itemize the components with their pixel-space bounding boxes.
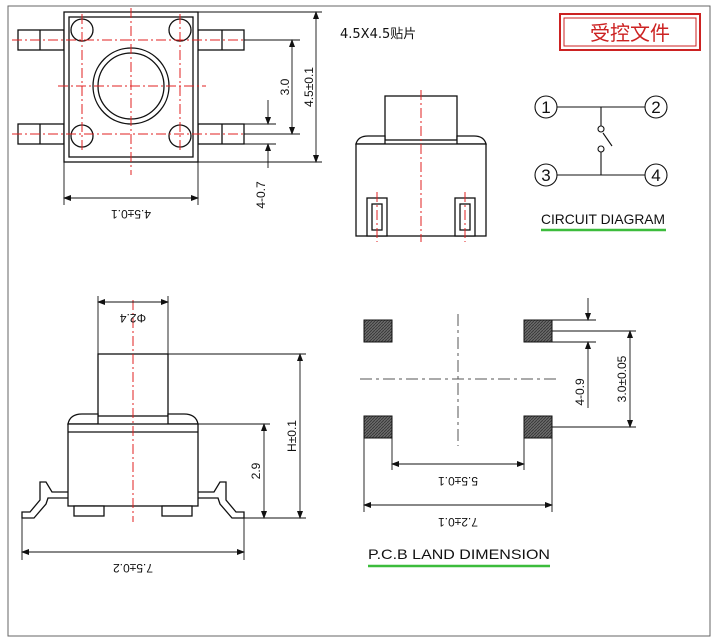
lead-right bbox=[198, 481, 245, 519]
dim-total-length: 7.5±0.2 bbox=[113, 561, 153, 575]
dim-side-height: H±0.1 bbox=[285, 420, 299, 452]
dim-body-height: 2.9 bbox=[249, 462, 263, 479]
pin-label-1: 1 bbox=[541, 98, 550, 117]
top-view-centerlines bbox=[12, 8, 250, 175]
dim-vertical-pitch: 3.0±0.05 bbox=[615, 355, 629, 402]
stamp-text: 受控文件 bbox=[590, 22, 670, 45]
pcb-land-title: P.C.B LAND DIMENSION bbox=[368, 546, 550, 562]
pcb-land-pattern bbox=[363, 319, 553, 439]
lead-left bbox=[21, 481, 68, 519]
switch-contact bbox=[602, 132, 613, 147]
part-label: 4.5X4.5贴片 bbox=[340, 27, 416, 42]
pin-label-2: 2 bbox=[651, 98, 660, 117]
land-pad bbox=[523, 319, 553, 343]
dim-top-pin-width: 4-0.7 bbox=[254, 181, 268, 209]
circuit-diagram bbox=[534, 95, 668, 187]
pin-label-4: 4 bbox=[651, 166, 660, 185]
dim-pad-size: 4-0.9 bbox=[573, 378, 587, 406]
dim-top-height: 4.5±0.1 bbox=[302, 67, 316, 107]
drawing-border bbox=[7, 5, 711, 637]
dim-plunger-diameter: Φ2.4 bbox=[120, 311, 147, 325]
dim-top-width: 4.5±0.1 bbox=[111, 207, 151, 221]
land-pad bbox=[363, 319, 393, 343]
land-pad bbox=[523, 415, 553, 439]
circuit-diagram-title: CIRCUIT DIAGRAM bbox=[541, 211, 665, 227]
dim-inner-span: 5.5±0.1 bbox=[438, 474, 478, 488]
controlled-document-stamp: 受控文件 bbox=[559, 13, 701, 51]
side-view-dimensions bbox=[21, 296, 306, 560]
top-view-dimensions bbox=[63, 11, 322, 205]
pcb-dimensions bbox=[363, 298, 636, 512]
pin-label-3: 3 bbox=[541, 166, 550, 185]
land-pad bbox=[363, 415, 393, 439]
dim-top-pin-pitch: 3.0 bbox=[278, 78, 292, 95]
dim-outer-span: 7.2±0.1 bbox=[438, 515, 478, 529]
